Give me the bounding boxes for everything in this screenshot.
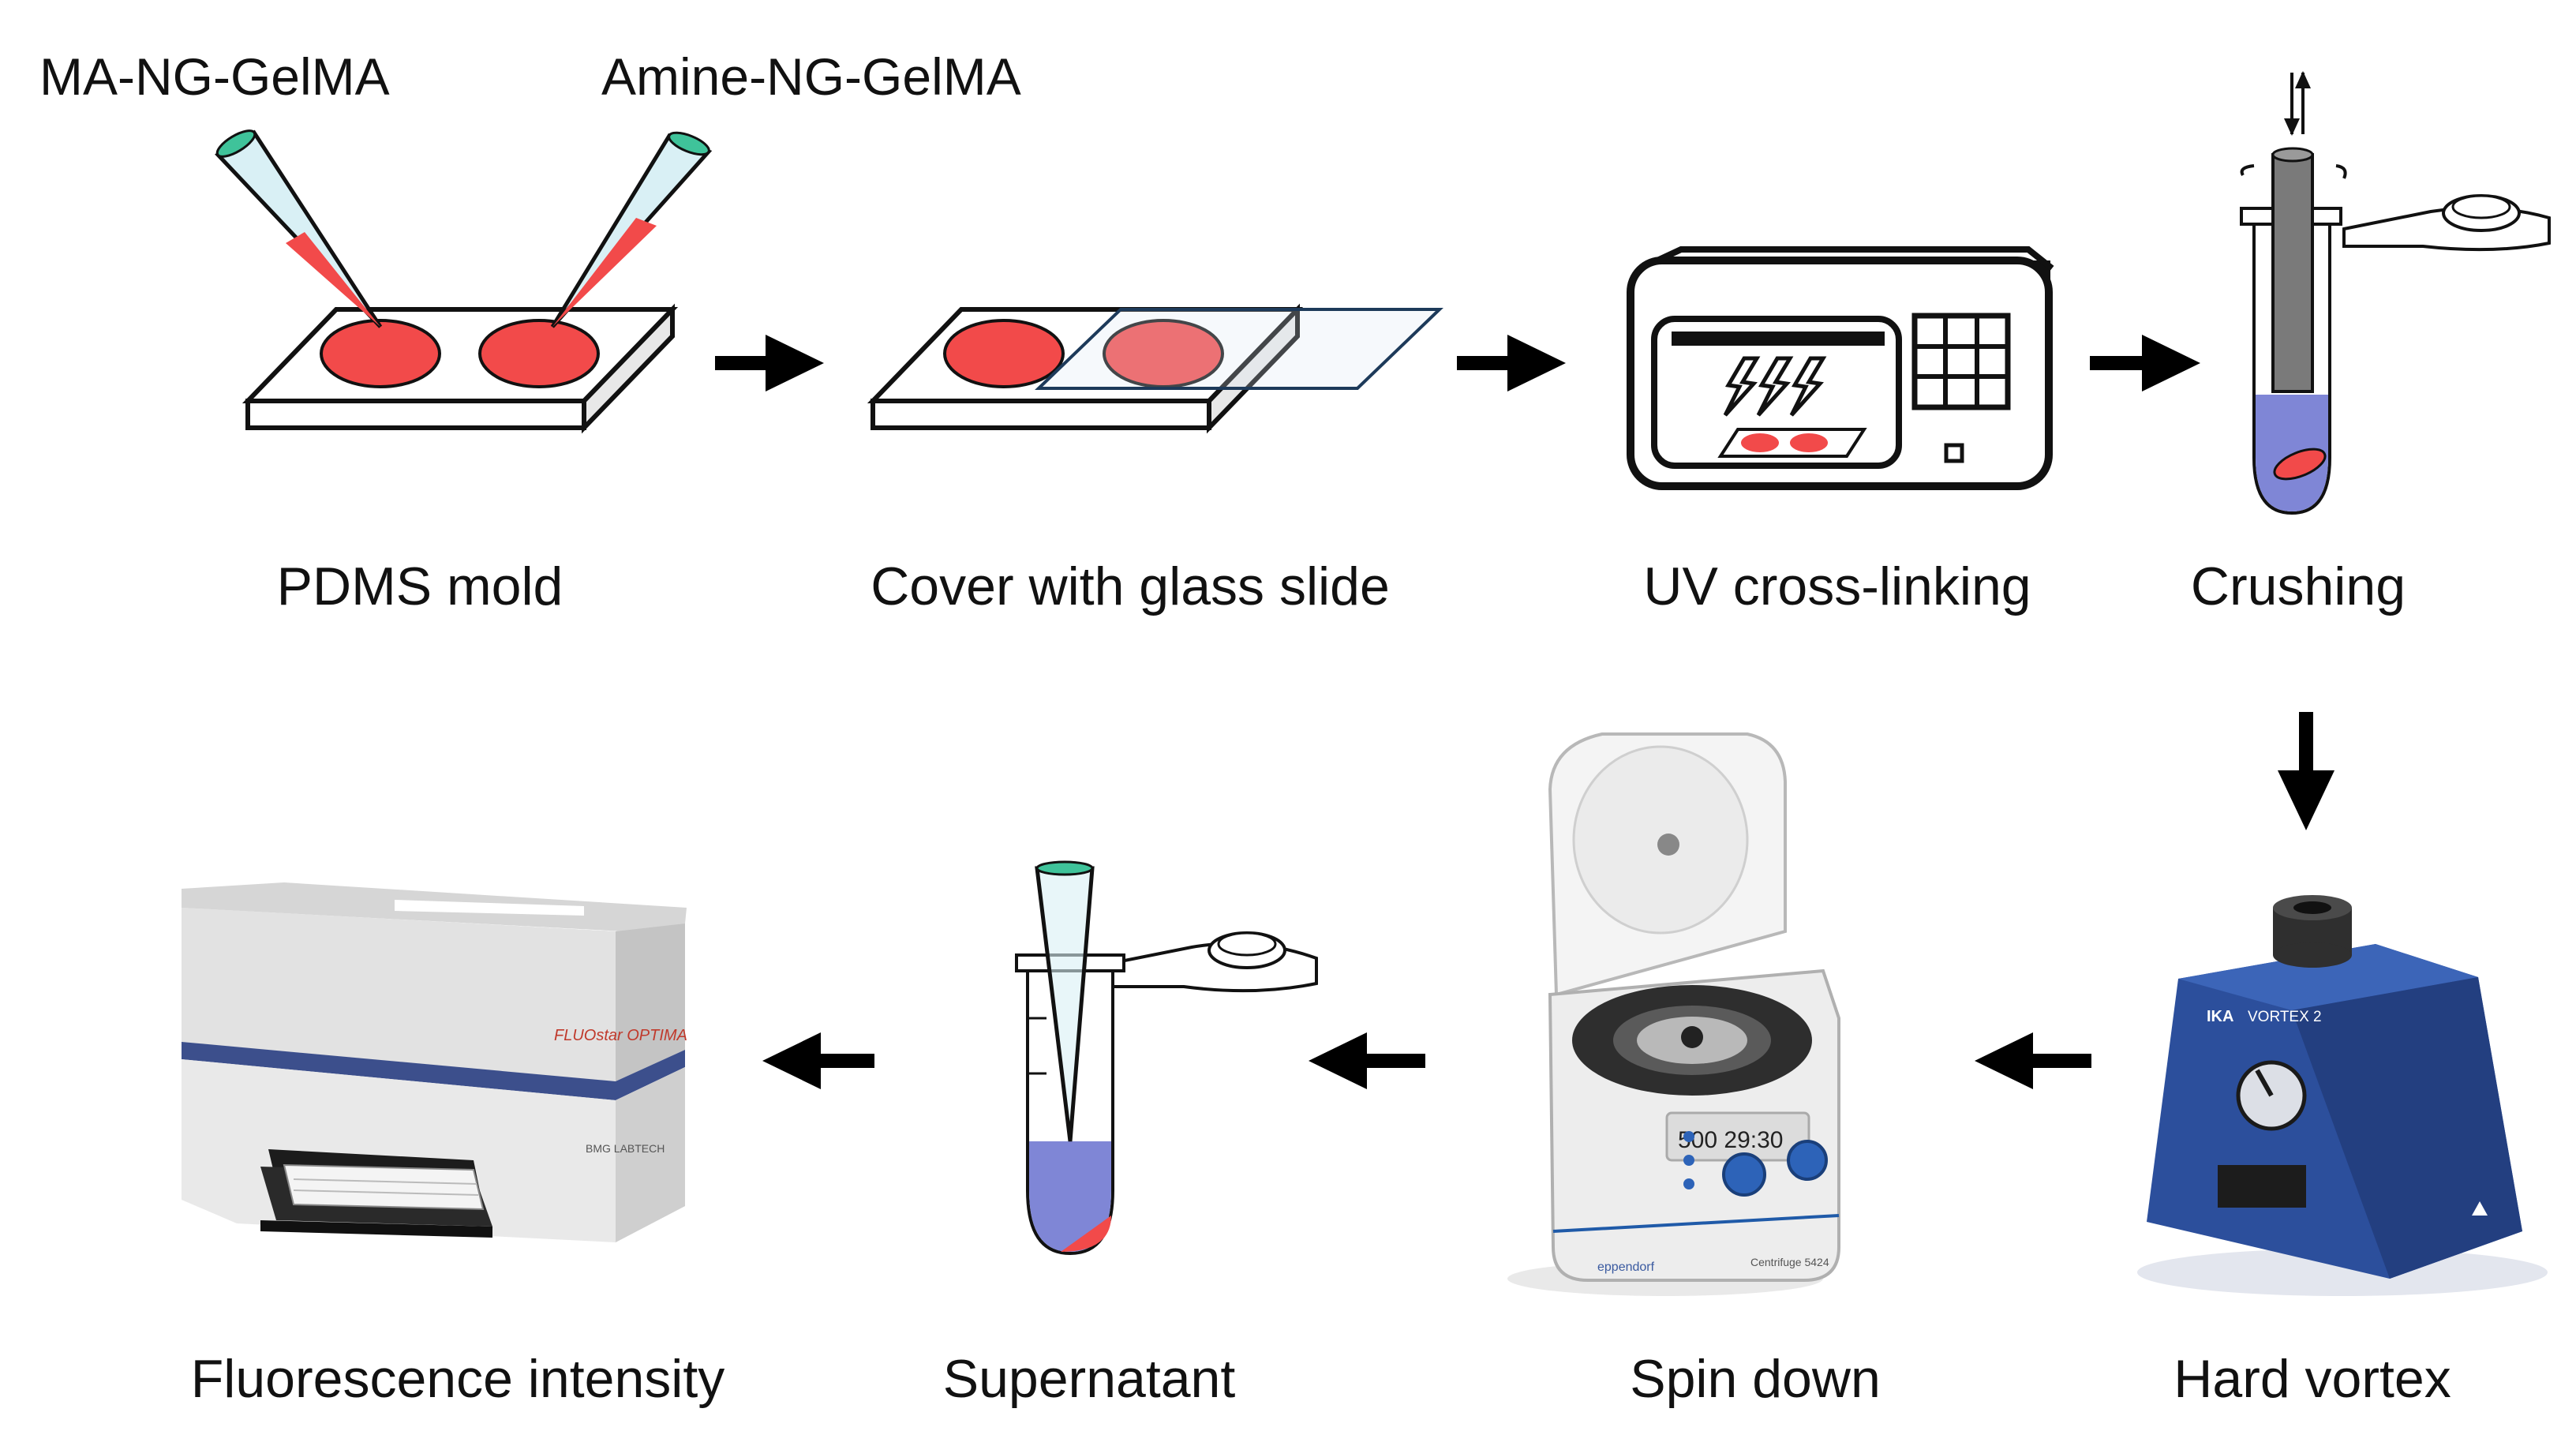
arrow-down-icon: [2278, 712, 2334, 830]
reader-name-label: FLUOstar OPTIMA: [554, 1027, 687, 1044]
up-down-arrows-icon: [2284, 71, 2311, 136]
centrifuge-display: 500 29:30: [1678, 1127, 1783, 1153]
step-label-spin-down: Spin down: [1630, 1349, 1881, 1409]
uv-bolt-icon-2: [1756, 356, 1794, 417]
uv-bolt-icon-1: [1723, 356, 1761, 417]
supernatant-tube-illustration: [1015, 860, 1318, 1256]
pipette-tip-right-icon: [550, 131, 713, 328]
vortex-model-label: VORTEX 2: [2248, 1009, 2322, 1025]
vortex-mixer-illustration: IKA VORTEX 2: [2137, 895, 2548, 1296]
plate-reader-illustration: FLUOstar OPTIMA BMG LABTECH: [182, 882, 687, 1242]
step-label-fluorescence: Fluorescence intensity: [191, 1349, 725, 1409]
uv-oven-illustration: [1627, 246, 2054, 490]
gel-spot-left: [320, 319, 441, 388]
step-label-crushing: Crushing: [2191, 556, 2406, 616]
flow-arrows: [715, 335, 2334, 1089]
reagent-label-ma-ng-gelma: MA-NG-GelMA: [39, 47, 390, 106]
arrow-left-2-icon: [1309, 1032, 1425, 1089]
gel-spot-right: [478, 319, 600, 388]
centrifuge-illustration: 500 29:30 eppendorf Centrifuge 5424: [1507, 732, 1840, 1296]
pipette-tip-left-icon: [215, 129, 383, 328]
crushing-tube-illustration: [2240, 71, 2551, 515]
arrow-right-2-icon: [1457, 335, 1566, 391]
glass-slide: [1035, 308, 1443, 390]
arrow-left-1-icon: [1975, 1032, 2091, 1089]
centrifuge-knob-left: [1722, 1152, 1766, 1197]
mode-switch: [2218, 1165, 2306, 1208]
step-label-cover-glass: Cover with glass slide: [871, 556, 1390, 616]
uv-bolt-icon-3: [1789, 356, 1827, 417]
pdms-mold-illustration: [215, 129, 713, 434]
centrifuge-model-label: Centrifuge 5424: [1750, 1256, 1829, 1268]
arrow-right-3-icon: [2090, 335, 2200, 391]
reagent-label-amine-ng-gelma: Amine-NG-GelMA: [601, 47, 1021, 106]
arrow-right-1-icon: [715, 335, 824, 391]
arrow-left-3-icon: [762, 1032, 874, 1089]
step-label-pdms-mold: PDMS mold: [277, 556, 564, 616]
glass-slide-illustration: [867, 303, 1443, 434]
vortex-brand-label: IKA: [2207, 1008, 2233, 1025]
microplate: [283, 1163, 485, 1211]
centrifuge-brand-label: eppendorf: [1597, 1261, 1655, 1274]
step-label-supernatant: Supernatant: [943, 1349, 1236, 1409]
reader-brand-label: BMG LABTECH: [586, 1142, 665, 1155]
step-label-uv-crosslinking: UV cross-linking: [1643, 556, 2031, 616]
centrifuge-knob-right: [1787, 1140, 1828, 1181]
step-label-hard-vortex: Hard vortex: [2174, 1349, 2451, 1409]
